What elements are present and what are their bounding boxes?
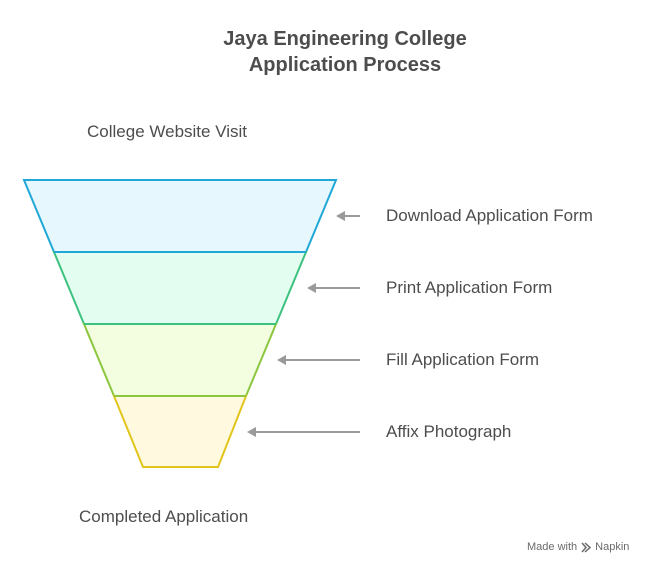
title-line-1: Jaya Engineering College bbox=[223, 28, 467, 50]
made-with-text: Made with bbox=[527, 541, 578, 553]
funnel-stage-2 bbox=[52, 251, 308, 325]
napkin-logo-icon bbox=[581, 541, 592, 553]
funnel-stage-4 bbox=[112, 395, 248, 468]
stage-label-fill: Fill Application Form bbox=[386, 350, 540, 369]
stage-label-affix: Affix Photograph bbox=[386, 422, 512, 441]
diagram-title: Jaya Engineering College Application Pro… bbox=[180, 26, 510, 78]
funnel-bottom-label: Completed Application bbox=[79, 507, 249, 526]
arrow-left-icon bbox=[336, 211, 360, 221]
funnel-top-label: College Website Visit bbox=[87, 122, 248, 141]
title-line-2: Application Process bbox=[248, 54, 442, 76]
napkin-watermark: Made with Napkin bbox=[527, 541, 629, 553]
arrow-left-icon bbox=[247, 427, 360, 437]
funnel-stage-1 bbox=[22, 179, 338, 253]
stage-label-print: Print Application Form bbox=[386, 278, 553, 297]
stage-label-download: Download Application Form bbox=[386, 206, 593, 225]
arrow-left-icon bbox=[307, 283, 360, 293]
arrow-left-icon bbox=[277, 355, 360, 365]
napkin-brand-text: Napkin bbox=[595, 541, 630, 553]
funnel-stage-3 bbox=[82, 323, 278, 397]
